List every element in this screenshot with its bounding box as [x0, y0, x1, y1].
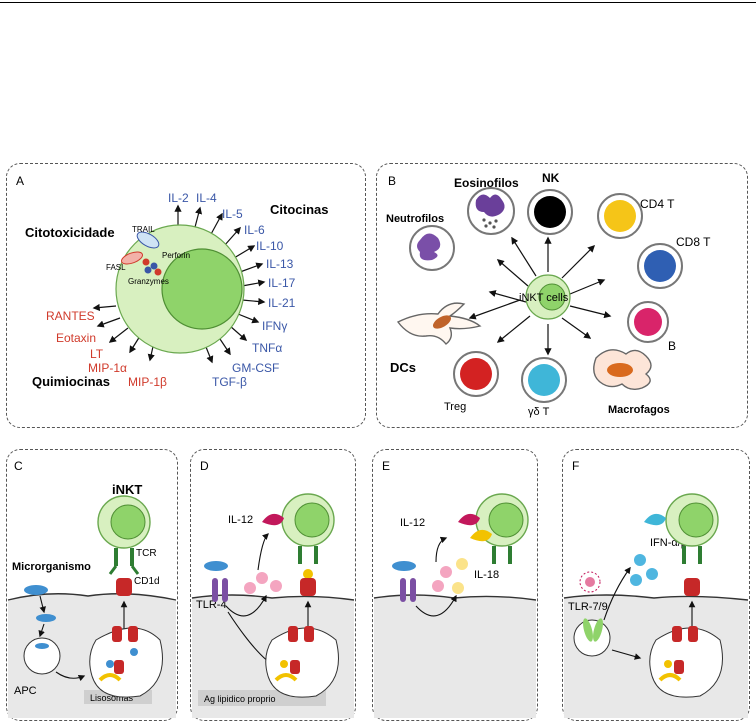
- cell-label: γδ T: [528, 406, 550, 418]
- macrophage-cell: [593, 349, 652, 391]
- apc-label: APC: [14, 685, 37, 697]
- top-rule: [0, 2, 756, 3]
- il18-receptor: [470, 529, 492, 542]
- panel-f-letter: F: [572, 459, 579, 473]
- cytokine-label: IL-4: [196, 191, 217, 205]
- cytokine-label: IL-17: [268, 276, 296, 290]
- fasl-label: FASL: [106, 263, 126, 272]
- lysosome-label: Lisosomas: [90, 693, 134, 703]
- f-inkt-cell: [665, 493, 719, 596]
- panel-e-letter: E: [382, 459, 390, 473]
- center-inkt-nucleus: [538, 283, 566, 311]
- cytokine-label: GM-CSF: [232, 361, 279, 375]
- tlr-receptor: [400, 578, 416, 602]
- d-inkt-cell: [281, 493, 335, 596]
- chemokine-label: RANTES: [46, 309, 95, 323]
- tlr79-label: TLR-7/9: [568, 601, 608, 613]
- chemokine-label: MIP-1α: [88, 361, 127, 375]
- microorganism-icon: [36, 614, 56, 622]
- cell-label: DCs: [390, 360, 416, 375]
- eosinophil-cell: [467, 187, 515, 235]
- cd4-cell: [597, 193, 643, 239]
- chemokine-label: MIP-1β: [128, 375, 167, 389]
- cytokines-label: Citocinas: [270, 202, 329, 217]
- cytotoxicity-label: Citotoxicidade: [25, 225, 115, 240]
- granule: [142, 258, 150, 266]
- il18-label: IL-18: [474, 569, 499, 581]
- cytokine-label: IL-10: [256, 239, 284, 253]
- tcr-label: TCR: [136, 548, 157, 559]
- b-arrows: [468, 236, 612, 356]
- treg-cell: [453, 351, 499, 397]
- microorganism-icon: [24, 585, 48, 595]
- cytokine-label: IL-6: [244, 223, 265, 237]
- trail-label: TRAIL: [132, 225, 155, 234]
- panel-b-letter: B: [388, 174, 396, 188]
- a-arrows: [92, 204, 266, 364]
- granule: [150, 262, 158, 270]
- cell-label: Macrofagos: [608, 404, 670, 416]
- chemokine-labels: RANTES Eotaxin LT MIP-1α MIP-1β: [46, 309, 167, 389]
- panel-d-letter: D: [200, 459, 209, 473]
- il12-label: IL-12: [400, 517, 425, 529]
- microorganism-label: Microrganismo: [12, 561, 91, 573]
- nk-cell: [527, 189, 573, 235]
- ifn-receptor: [644, 513, 666, 526]
- neutrophil-cell: [409, 225, 455, 271]
- trail-molecule: [136, 231, 160, 249]
- chemokines-label: Quimiocinas: [32, 374, 110, 389]
- c-inkt-cell: [97, 495, 151, 596]
- endosome: [649, 627, 723, 698]
- center-label: iNKT cells: [519, 292, 569, 304]
- chemokine-label: Eotaxin: [56, 331, 96, 345]
- panel-a-letter: A: [16, 174, 24, 188]
- il12-label: IL-12: [228, 514, 253, 526]
- cytokine-label: IL-2: [168, 191, 189, 205]
- perforin-label: Perforin: [162, 251, 190, 260]
- il12-receptor: [262, 513, 284, 526]
- cytokine-label: TNFα: [252, 341, 282, 355]
- cell-label: CD4 T: [640, 197, 675, 211]
- cell-labels: Eosinofilos NK CD4 T CD8 T Neutrofilos B…: [386, 171, 711, 418]
- cell-label: CD8 T: [676, 235, 711, 249]
- cytokine-label: IL-21: [268, 296, 296, 310]
- cell-label: Neutrofilos: [386, 213, 444, 225]
- inkt-label: iNKT: [112, 482, 142, 497]
- ag-label: Ag lipidico proprio: [204, 694, 276, 704]
- cd8-cell: [637, 243, 683, 289]
- dc-cell: [396, 302, 482, 345]
- granule: [154, 268, 162, 276]
- lysosome: [89, 627, 163, 698]
- il12-receptor: [458, 513, 480, 526]
- cytokine-label: TGF-β: [212, 375, 247, 389]
- microorganism-icon: [392, 561, 416, 571]
- cell-label: B: [668, 339, 676, 353]
- cytokine-label: IFNγ: [262, 319, 287, 333]
- inkt-nucleus: [161, 248, 243, 330]
- chemokine-label: LT: [90, 347, 104, 361]
- fasl-molecule: [121, 251, 143, 265]
- cytokine-label: IL-5: [222, 207, 243, 221]
- granzymes-label: Granzymes: [128, 277, 169, 286]
- tlr4-receptor: [212, 578, 228, 602]
- cytokine-label: IL-13: [266, 257, 294, 271]
- tlr79-receptor: [573, 618, 611, 657]
- cell-label: NK: [542, 171, 560, 185]
- granule: [144, 266, 152, 274]
- cytokine-labels: IL-2 IL-4 IL-5 IL-6 IL-10 IL-13 IL-17 IL…: [168, 191, 296, 389]
- endosome: [265, 627, 339, 698]
- tlr4-label: TLR-4: [196, 599, 227, 611]
- cd1d-label: CD1d: [134, 576, 160, 587]
- phagosome: [23, 637, 61, 675]
- panel-c-letter: C: [14, 459, 23, 473]
- cell-label: Treg: [444, 401, 466, 413]
- b-cell: [627, 301, 669, 343]
- microorganism-icon: [204, 561, 228, 571]
- cell-label: Eosinofilos: [454, 176, 519, 190]
- gdt-cell: [521, 357, 567, 403]
- e-inkt-cell: [475, 493, 529, 564]
